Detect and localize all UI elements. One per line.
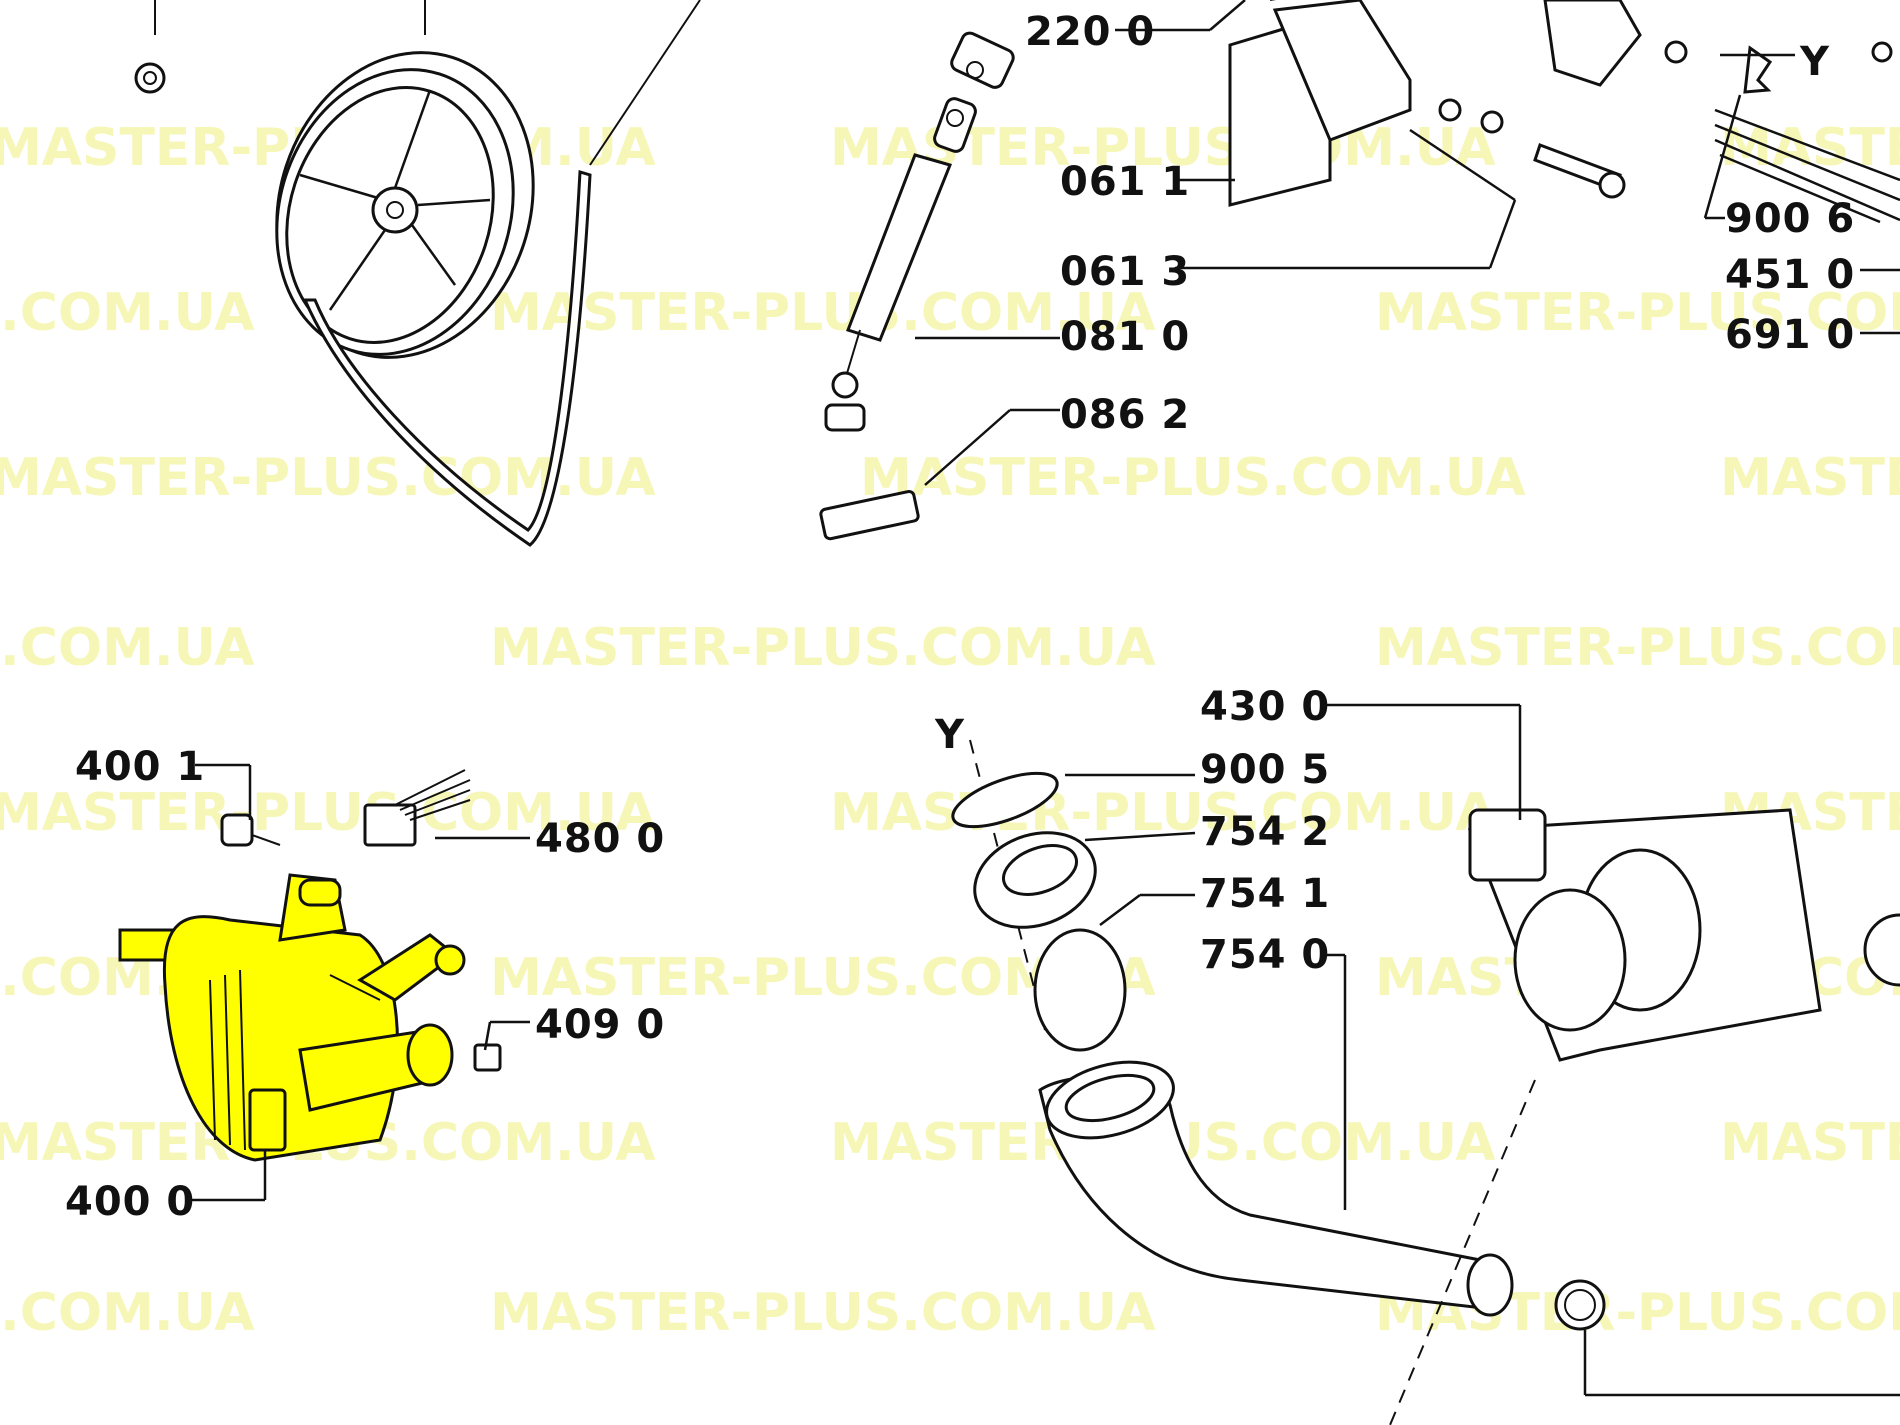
leader-lines: [190, 0, 1900, 1397]
bracket: [1228, 0, 1626, 207]
label-430-0: 430 0: [1200, 684, 1330, 730]
drum-pulley: [134, 0, 535, 359]
label-y-top: Y: [1799, 39, 1830, 85]
watermark: MASTER-PLUS.COM.UA: [0, 783, 656, 843]
watermark: MASTER-PLUS.COM.UA: [490, 283, 1156, 343]
label-480-0: 480 0: [535, 816, 665, 862]
label-451-0: 451 0: [1725, 252, 1855, 298]
watermark: .COM.UA: [0, 618, 255, 678]
label-754-1: 754 1: [1200, 871, 1330, 917]
watermark: MASTER-PLUS.COM.UA: [490, 618, 1156, 678]
heater-element: [1543, 0, 1900, 224]
label-400-0: 400 0: [65, 1179, 195, 1225]
label-409-0: 409 0: [535, 1002, 665, 1048]
filter-housing: [1467, 808, 1900, 1062]
label-061-1: 061 1: [1060, 159, 1190, 205]
watermark: .COM.UA: [0, 283, 255, 343]
label-900-5: 900 5: [1200, 747, 1330, 793]
drive-belt: [302, 0, 701, 547]
label-900-6: 900 6: [1725, 196, 1855, 242]
label-y-mid: Y: [934, 712, 965, 758]
part-labels: 220 0 061 1 061 3 081 0 086 2 900 6 451 …: [65, 9, 1855, 1225]
watermark: MASTER-PLUS.COM.UA: [490, 1283, 1156, 1343]
label-061-3: 061 3: [1060, 249, 1190, 295]
label-220-0: 220 0: [1025, 9, 1155, 55]
watermark: MASTER-PLUS.COM.UA: [830, 783, 1496, 843]
label-400-1: 400 1: [75, 744, 205, 790]
pump-small-parts: [220, 769, 502, 1072]
watermark: .COM.UA: [0, 1283, 255, 1343]
shock-absorber: [819, 31, 1015, 541]
label-081-0: 081 0: [1060, 314, 1190, 360]
watermark: MASTE: [1720, 1113, 1900, 1173]
watermark: MASTER-PLUS.COM.UA: [1375, 618, 1900, 678]
label-754-0: 754 0: [1200, 932, 1330, 978]
label-754-2: 754 2: [1200, 809, 1330, 855]
door-seal-hose: [951, 739, 1606, 1425]
drain-pump-highlighted: [118, 873, 466, 1162]
label-691-0: 691 0: [1725, 312, 1855, 358]
label-086-2: 086 2: [1060, 392, 1190, 438]
watermark: MASTER-PLUS.COM.UA: [1375, 283, 1900, 343]
watermark: MASTER-PLUS.COM.UA: [860, 448, 1526, 508]
watermark: MASTE: [1720, 448, 1900, 508]
